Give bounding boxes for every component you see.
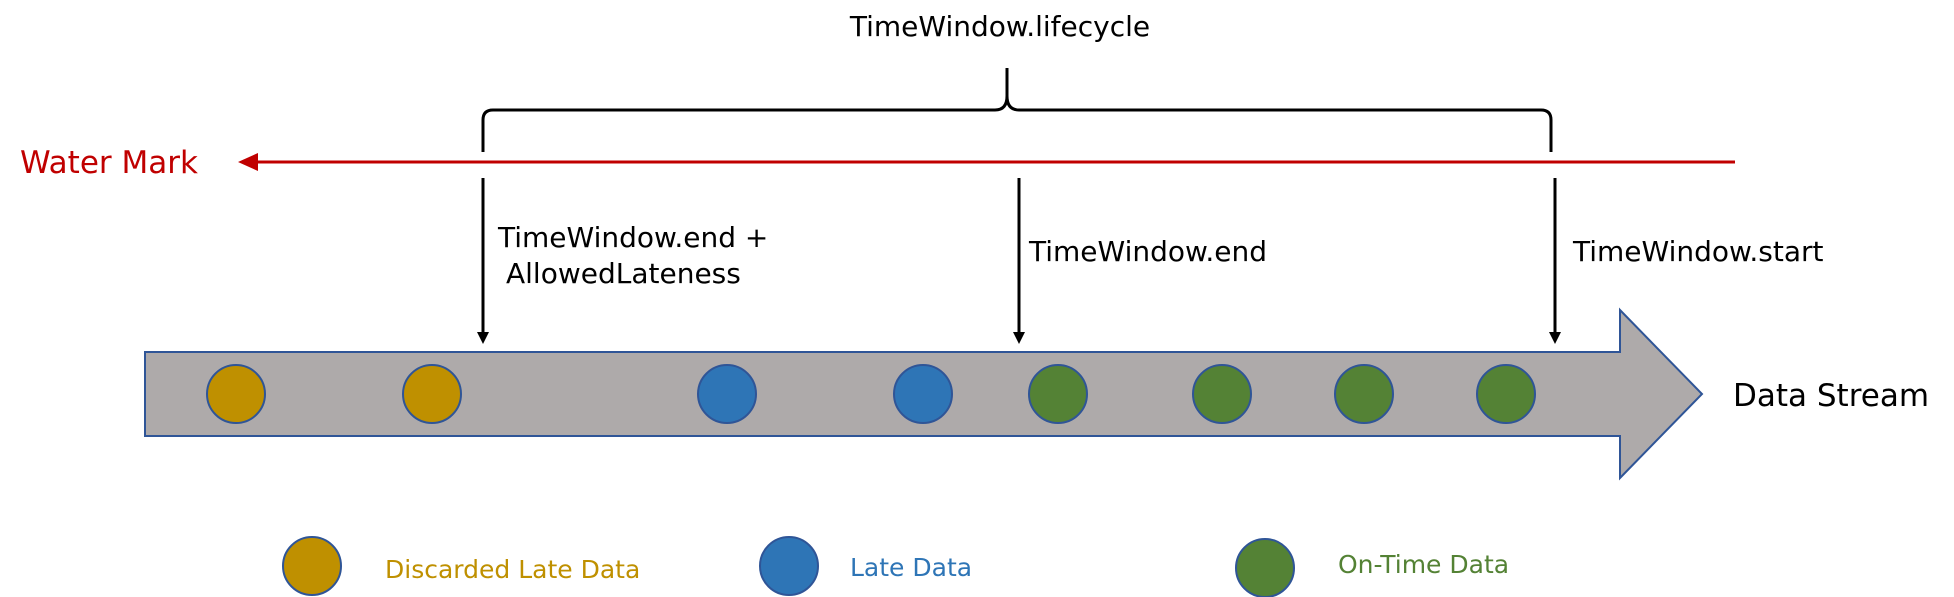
data-point-late — [893, 364, 953, 424]
diagram-title: TimeWindow.lifecycle — [849, 10, 1150, 43]
marker-end-label: TimeWindow.end — [1028, 235, 1267, 268]
watermark-label: Water Mark — [20, 145, 198, 181]
data-point-late — [697, 364, 757, 424]
data-point-ontime — [1476, 364, 1536, 424]
data-stream-label: Data Stream — [1733, 378, 1929, 414]
legend-discarded-label: Discarded Late Data — [385, 555, 640, 584]
marker-end-allowed-arrowhead — [477, 332, 489, 344]
data-point-discarded — [402, 364, 462, 424]
data-point-discarded — [206, 364, 266, 424]
legend-late-label: Late Data — [850, 553, 972, 582]
legend-ontime-swatch — [1235, 538, 1295, 597]
marker-end-allowed-label-line2: AllowedLateness — [506, 257, 741, 290]
data-point-ontime — [1192, 364, 1252, 424]
marker-start-label: TimeWindow.start — [1572, 235, 1823, 268]
data-points — [206, 364, 1536, 424]
marker-end-allowed-label-line1: TimeWindow.end + — [497, 221, 768, 254]
legend-ontime-label: On-Time Data — [1338, 550, 1509, 579]
data-point-ontime — [1028, 364, 1088, 424]
data-point-ontime — [1334, 364, 1394, 424]
legend-discarded-swatch — [282, 536, 342, 596]
marker-end-arrowhead — [1013, 332, 1025, 344]
legend-late-swatch — [759, 536, 819, 596]
lifecycle-brace — [481, 68, 1553, 152]
marker-start-arrowhead — [1549, 332, 1561, 344]
watermark-arrowhead — [238, 153, 258, 171]
